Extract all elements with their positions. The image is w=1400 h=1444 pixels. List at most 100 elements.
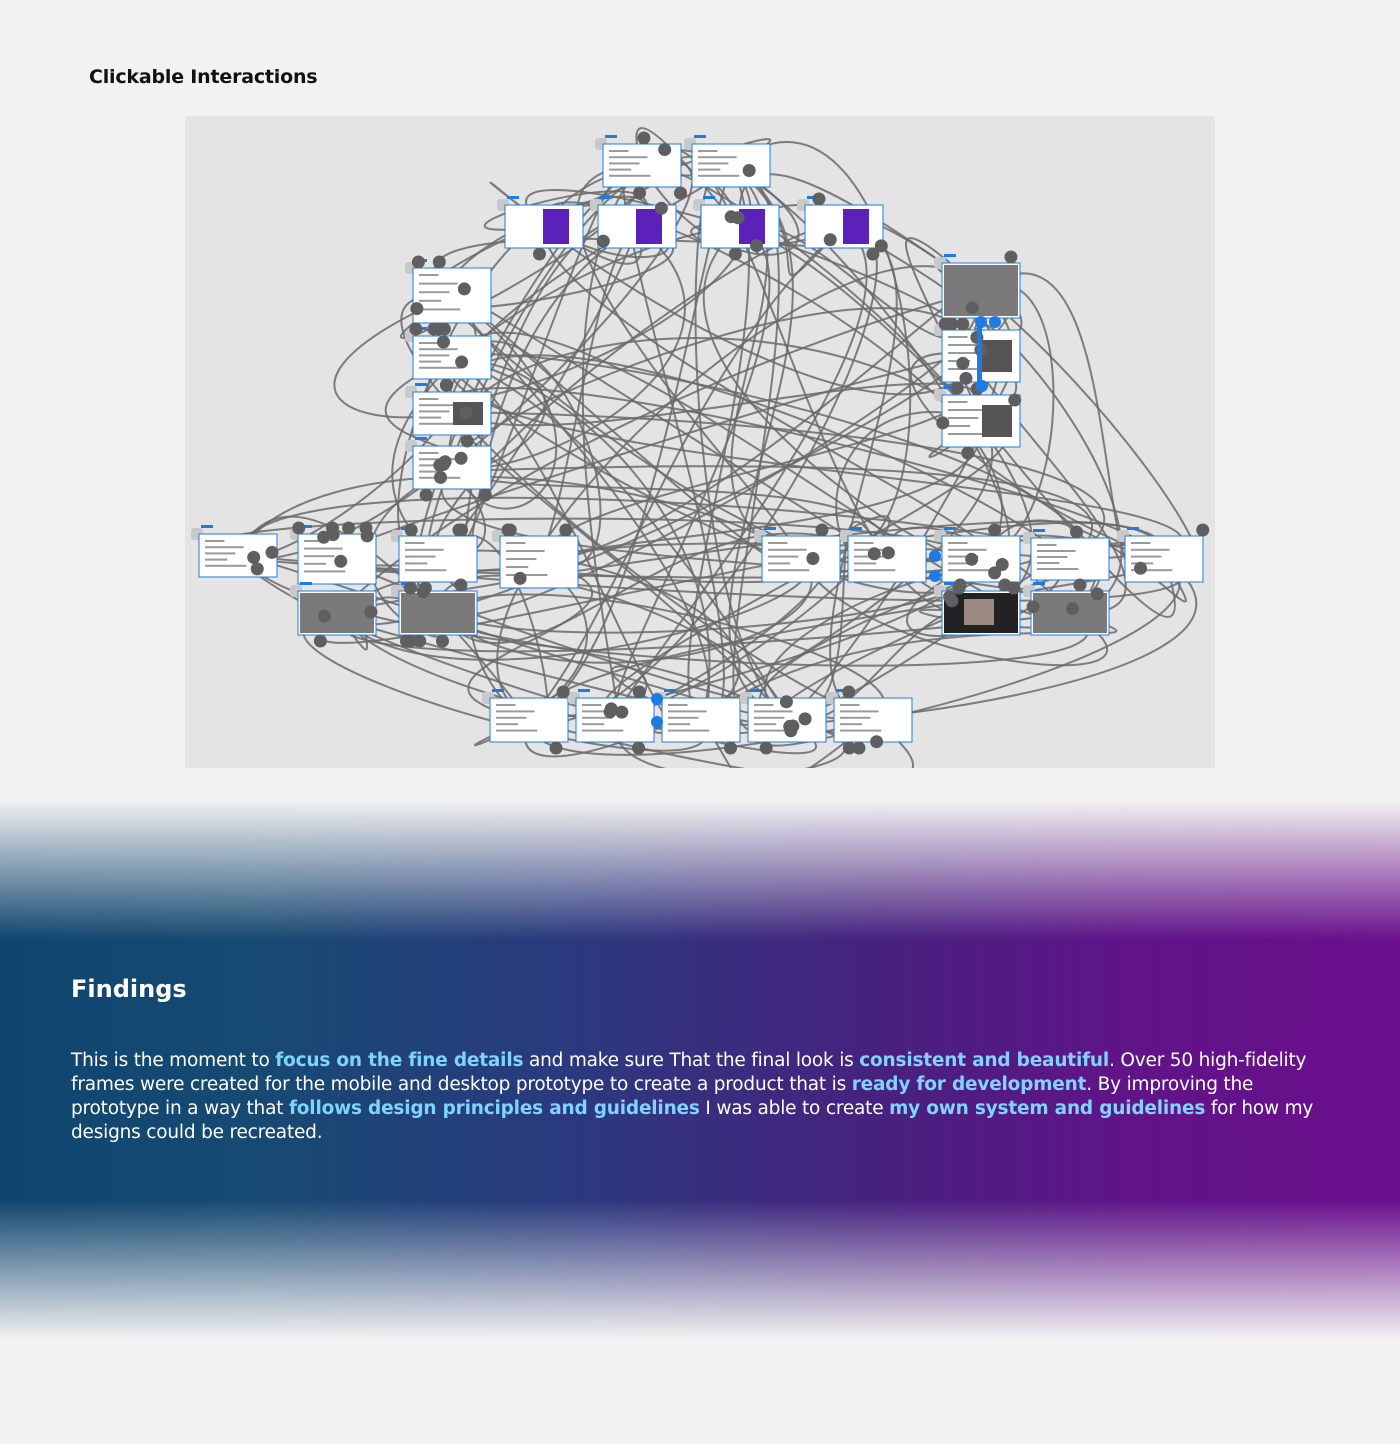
flow-wire <box>524 420 993 758</box>
frame-label <box>944 527 956 530</box>
findings-text: I was able to create <box>699 1098 890 1119</box>
frame-text-line <box>768 548 807 551</box>
frame-text-line <box>419 308 461 311</box>
findings-text: and make sure That the final look is <box>523 1050 860 1071</box>
frame-text-line <box>419 342 439 344</box>
frame-text-line <box>1131 555 1162 558</box>
connection-node <box>724 741 738 755</box>
connection-node <box>478 488 492 502</box>
connection-node <box>812 192 826 206</box>
connection-node <box>596 234 610 248</box>
frame-text-line <box>948 425 971 427</box>
flow-wire <box>612 225 771 721</box>
connection-node <box>945 317 959 331</box>
frame-text-line <box>840 729 882 732</box>
frame-photo <box>982 340 1012 372</box>
frame-text-line <box>419 452 439 454</box>
connection-node <box>823 233 837 247</box>
frame-text-line <box>698 168 721 171</box>
flow-wire <box>738 173 982 292</box>
frame-text-line <box>768 555 799 558</box>
frame-text-line <box>948 433 990 435</box>
frame-text-line <box>609 150 629 152</box>
frame-text-line <box>304 570 346 573</box>
frame-text-line <box>205 546 244 549</box>
frame-text-line <box>205 552 236 555</box>
flow-wire <box>980 420 1176 618</box>
frame-text-line <box>582 716 613 719</box>
frame-text-line <box>582 723 605 726</box>
connection-node <box>936 416 950 430</box>
connection-node <box>359 521 373 535</box>
connection-node <box>950 381 964 395</box>
frame-label <box>764 527 776 530</box>
connection-node <box>455 355 469 369</box>
flow-wire <box>451 340 602 569</box>
frame-text-line <box>506 550 545 552</box>
prototype-flow-canvas[interactable] <box>185 116 1215 768</box>
frame-text-line <box>609 174 651 177</box>
frame-screen-dark <box>944 265 1018 316</box>
connection-node <box>559 523 573 537</box>
findings-highlight: follows design principles and guidelines <box>288 1098 700 1119</box>
frame-label <box>1033 582 1045 585</box>
connection-node <box>995 558 1009 572</box>
connection-node <box>364 605 378 619</box>
connection-node <box>632 685 646 699</box>
frame-label <box>600 196 612 199</box>
connection-node <box>633 186 647 200</box>
connection-node <box>866 247 880 261</box>
frame-text-line <box>1037 550 1076 552</box>
frame-text-line <box>698 156 737 159</box>
connection-node <box>867 547 881 561</box>
frame-label <box>850 527 862 530</box>
findings-highlight: focus on the fine details <box>275 1050 524 1071</box>
frame-label <box>836 689 848 692</box>
frame-text-line <box>582 729 624 732</box>
frame-text-line <box>854 542 874 544</box>
connection-node <box>956 317 970 331</box>
frame-text-line <box>496 704 516 706</box>
connection-node <box>615 705 629 719</box>
connection-node <box>956 356 970 370</box>
frame-text-line <box>668 704 688 706</box>
connection-node <box>399 634 413 648</box>
findings-text: . Over 50 high-fidelity frames were crea… <box>71 1050 1307 1095</box>
frame-text-line <box>419 360 442 363</box>
flow-wire <box>467 561 594 721</box>
frame-text-line <box>948 548 987 551</box>
frame-text-line <box>419 354 450 357</box>
flow-wire <box>800 558 1108 667</box>
frame-text-line <box>506 542 526 544</box>
flow-wire <box>700 719 874 768</box>
connection-node <box>513 571 527 585</box>
connection-node <box>413 634 427 648</box>
frame-photo <box>982 405 1012 437</box>
connection-node <box>501 523 515 537</box>
frame-text-line <box>304 562 327 565</box>
connection-node <box>556 685 570 699</box>
flow-wire <box>700 612 1118 721</box>
connection-node <box>416 585 430 599</box>
frame-text-line <box>1037 544 1057 546</box>
connection-node <box>742 163 756 177</box>
frame-text-line <box>609 156 648 159</box>
frame-text-line <box>840 710 879 713</box>
flow-wire <box>483 190 648 231</box>
frame-text-line <box>419 470 442 473</box>
connection-node <box>1073 578 1087 592</box>
frame-text-line <box>840 704 860 706</box>
connection-node <box>432 255 446 269</box>
connection-node <box>988 523 1002 537</box>
findings-highlight: my own system and guidelines <box>889 1098 1206 1119</box>
frame-text-line <box>496 710 535 713</box>
connection-node <box>1090 587 1104 601</box>
frame-text-line <box>304 555 335 558</box>
flow-wire <box>437 593 886 721</box>
flow-wire <box>641 147 982 616</box>
frame-text-line <box>1131 542 1151 544</box>
prototype-flow-diagram <box>191 127 1210 768</box>
frame-text-line <box>405 555 436 558</box>
frame-label <box>703 196 715 199</box>
connection-node <box>724 210 738 224</box>
